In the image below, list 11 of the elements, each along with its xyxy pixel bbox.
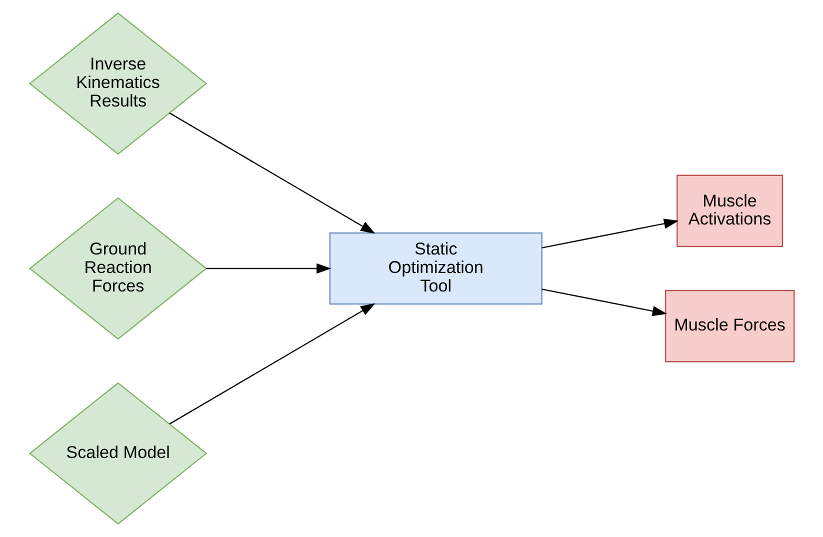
arrow <box>206 263 331 274</box>
arrow <box>168 112 375 234</box>
node-diamond: Inverse Kinematics Results <box>28 12 207 155</box>
arrow <box>541 218 678 248</box>
node-box: Static Optimization Tool <box>328 232 542 305</box>
node-box: Muscle Activations <box>676 174 783 248</box>
node-diamond: Scaled Model <box>28 382 207 525</box>
node-diamond: Ground Reaction Forces <box>28 197 207 340</box>
arrow <box>541 288 667 316</box>
arrow <box>168 303 375 424</box>
node-box: Muscle Forces <box>664 290 794 362</box>
